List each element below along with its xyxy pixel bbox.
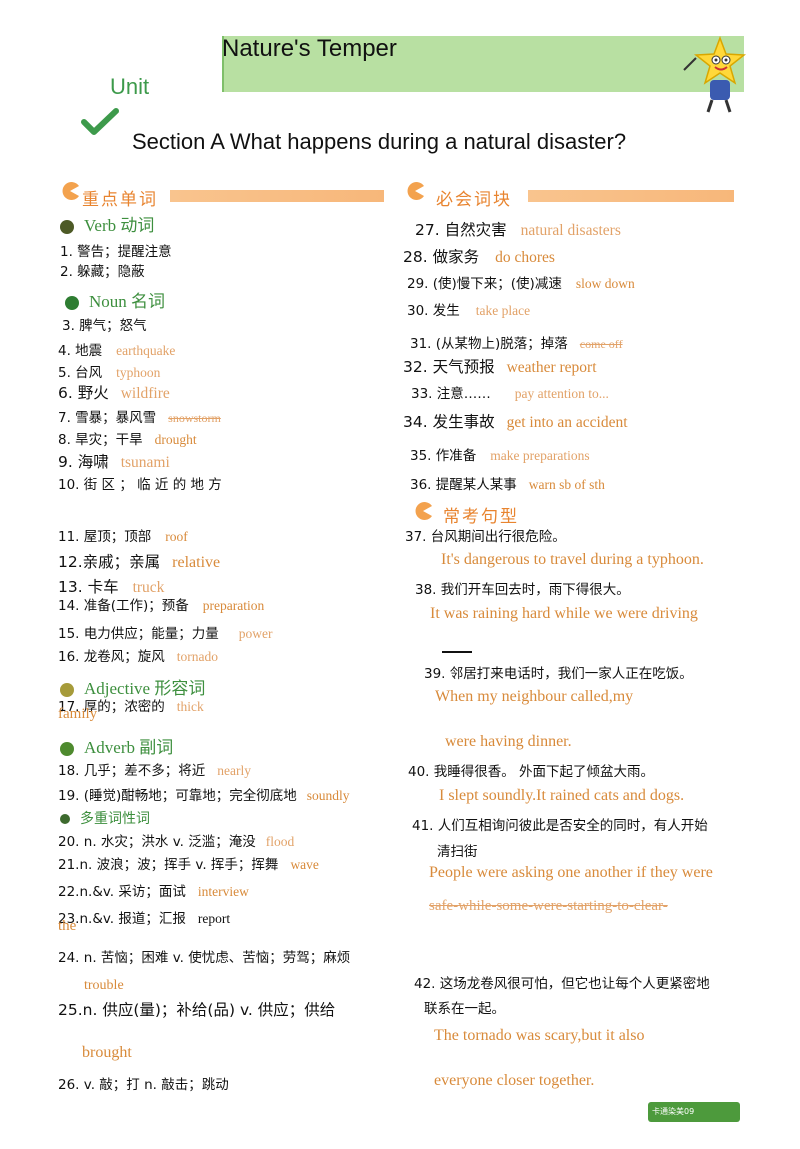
word-25: 25.n. 供应(量)；补给(品) v. 供应；供给 xyxy=(58,1001,336,1019)
section-title: Section A What happens during a natural … xyxy=(132,129,627,154)
sentence-42-cont: 联系在一起。 xyxy=(424,1001,505,1017)
word-24-answer: trouble xyxy=(84,978,124,993)
sentence-39-answer-2: were having dinner. xyxy=(445,733,572,750)
sentence-41: 41. 人们互相询问彼此是否安全的同时，有人开始 xyxy=(412,818,708,834)
phrases-bar xyxy=(528,190,734,202)
noun-label: Noun 名词 xyxy=(65,287,165,312)
word-26: 26. v. 敲；打 n. 敲击；跳动 xyxy=(58,1077,229,1093)
sentence-39: 39. 邻居打来电话时，我们一家人正在吃饭。 xyxy=(424,666,693,682)
sentence-37-answer: It's dangerous to travel during a typhoo… xyxy=(441,551,704,568)
verb-label: Verb 动词 xyxy=(60,211,154,236)
unit-label: Unit xyxy=(110,74,150,99)
footer-badge: 卡通染美09 xyxy=(648,1102,740,1122)
word-24: 24. n. 苦恼；困难 v. 使忧虑、苦恼；劳驾；麻烦 xyxy=(58,950,351,966)
key-words-bar xyxy=(170,190,384,202)
sentence-41-answer: People were asking one another if they w… xyxy=(429,864,713,881)
word-17-extra: family xyxy=(58,706,98,722)
sentence-39-answer: When my neighbour called,my xyxy=(435,688,634,705)
word-3: 3. 脾气；怒气 xyxy=(62,318,147,334)
blank-line xyxy=(442,651,472,653)
sentence-40: 40. 我睡得很香。 外面下起了倾盆大雨。 xyxy=(408,764,655,780)
sentence-42-answer-2: everyone closer together. xyxy=(434,1072,595,1089)
sentences-heading: 常考句型 xyxy=(443,507,519,527)
bullet-icon xyxy=(60,220,74,235)
title-banner-divider xyxy=(222,36,224,92)
sentence-42-answer: The tornado was scary,but it also xyxy=(434,1027,645,1044)
multi-label: 多重词性词 xyxy=(60,808,150,828)
sentence-42: 42. 这场龙卷风很可怕，但它也让每个人更紧密地 xyxy=(414,976,710,992)
pacman-icon xyxy=(407,182,424,200)
word-1: 1. 警告；提醒注意 xyxy=(60,244,172,260)
key-words-heading: 重点单词 xyxy=(82,190,158,210)
word-23-extra: the xyxy=(58,918,77,934)
sentence-40-answer: I slept soundly.It rained cats and dogs. xyxy=(439,787,685,804)
word-10: 10. 街 区 ； 临 近 的 地 方 xyxy=(58,477,222,493)
pacman-icon xyxy=(62,182,79,200)
pacman-icon xyxy=(415,502,432,520)
sentence-37: 37. 台风期间出行很危险。 xyxy=(405,529,566,545)
sentence-41-answer-2: safe-while-some-were-starting-to-clear- xyxy=(429,898,668,914)
bullet-icon xyxy=(60,814,70,824)
bullet-icon xyxy=(60,683,74,698)
phrase-33: 33. 注意……pay attention to... xyxy=(411,386,609,402)
unit-title: Nature's Temper xyxy=(222,35,397,62)
adverb-label: Adverb 副词 xyxy=(60,733,173,758)
word-2: 2. 躲藏；隐蔽 xyxy=(60,264,145,280)
adjective-label: Adjective 形容词 xyxy=(60,674,205,699)
bullet-icon xyxy=(60,742,74,757)
checkmark-icon xyxy=(81,108,119,135)
bullet-icon xyxy=(65,296,79,311)
sentence-41-cont: 清扫街 xyxy=(437,844,478,860)
sentence-38-answer: It was raining hard while we were drivin… xyxy=(430,605,698,622)
word-25-answer: brought xyxy=(82,1044,132,1061)
title-banner xyxy=(222,36,744,92)
phrases-heading: 必会词块 xyxy=(436,190,512,210)
star-mascot-icon xyxy=(683,35,747,113)
sentence-38: 38. 我们开车回去时，雨下得很大。 xyxy=(415,582,630,598)
